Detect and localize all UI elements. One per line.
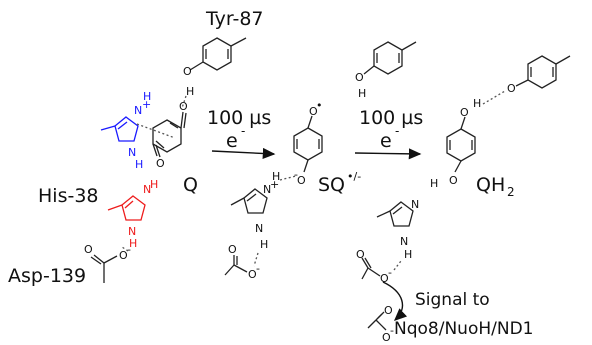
asp-oxygen-minus: O: [119, 249, 128, 262]
hbond-asp-his: [121, 246, 129, 252]
label-sq: SQ: [318, 174, 345, 196]
asp-oxygen-double: O: [84, 243, 93, 256]
tyr-87-phenol: O H: [183, 37, 247, 98]
semiquinone-sq: O • O -: [293, 99, 323, 187]
tyr-oxygen: O: [183, 65, 192, 78]
his-mid-h-bottom: H: [260, 238, 268, 251]
his-mid-n-bottom: N: [255, 222, 263, 235]
his-blue-n-top: N: [134, 104, 142, 117]
hbond-tyr-q: [181, 95, 187, 109]
asp-right-oxygen-minus: O: [380, 272, 389, 285]
asp-mid-minus: -: [256, 262, 260, 275]
label-time-2: 100 µs: [359, 107, 423, 129]
hbond-asp-his-right: [393, 260, 402, 271]
his-right: N N H: [376, 198, 419, 261]
his-red-n-top: N: [143, 183, 151, 196]
hydroquinone-qh2: O H O H: [430, 97, 481, 190]
hbond-qh2-tyr: [482, 90, 506, 105]
his-mid-h-top: H: [272, 170, 280, 183]
qh2-top-oxygen: O: [460, 106, 469, 119]
signal-arrow: [382, 281, 408, 321]
label-sq-superscript: •/-: [347, 170, 361, 183]
asp-right-minus: -: [388, 266, 392, 279]
asp-bottom-oxygen-double: O: [384, 304, 393, 317]
his-38-imidazolium-blue: N + H N H: [100, 90, 151, 171]
reaction-arrow-1: [211, 147, 276, 160]
asp-right-oxygen-double: O: [356, 248, 365, 261]
label-qh2-subscript: 2: [507, 185, 515, 199]
q-bottom-oxygen: O: [156, 157, 165, 170]
qh2-bottom-oxygen: O: [449, 174, 458, 187]
tyr-hydrogen: H: [186, 85, 194, 98]
label-tyr-87: Tyr-87: [205, 8, 264, 30]
label-qh2: QH: [476, 174, 505, 196]
sq-bottom-oxygen: O: [297, 174, 306, 187]
reaction-arrow-2: [354, 148, 422, 160]
asp-mid-oxygen-minus: O: [248, 268, 257, 281]
his-red-n-bottom: N: [128, 225, 136, 238]
his-blue-h-bottom: H: [135, 158, 143, 171]
tyr-phenol-middle: O H: [355, 41, 417, 100]
asp-139-carboxylate: O O -: [84, 243, 131, 283]
label-his-38: His-38: [38, 185, 99, 207]
label-q: Q: [183, 174, 198, 196]
hbond-his-sq: [279, 175, 297, 181]
his-blue-n-bottom: N: [128, 146, 136, 159]
asp-bottom-oxygen-minus: O: [382, 331, 391, 344]
tyr-phenol-right: O: [507, 55, 571, 95]
his-red-h-bottom: H: [129, 237, 137, 250]
tyr-right-oxygen: O: [507, 82, 516, 95]
asp-middle: O O -: [224, 243, 260, 281]
asp-bottom-minus: -: [390, 324, 394, 337]
his-right-h-bottom: H: [404, 248, 412, 261]
asp-mid-oxygen-double: O: [228, 243, 237, 256]
label-asp-139: Asp-139: [8, 265, 86, 287]
quinone-q: O O: [152, 100, 188, 170]
sq-minus: -: [294, 168, 298, 181]
qh2-top-hydrogen: H: [473, 97, 481, 110]
his-38-imidazolium-red: N H N H: [107, 178, 158, 250]
asp-minus: -: [127, 243, 131, 256]
his-blue-plus: +: [142, 98, 151, 111]
label-signal-line-2: Nqo8/NuoH/ND1: [394, 319, 533, 339]
q-top-oxygen: O: [179, 100, 188, 113]
label-electron-2: e: [380, 130, 392, 152]
his-blue-h-top: H: [143, 90, 151, 103]
his-middle: N + H N H: [230, 170, 280, 251]
tyr-mid-hydrogen: H: [358, 87, 366, 100]
his-red-h-top: H: [150, 178, 158, 191]
label-electron-2-minus: -: [395, 124, 399, 138]
label-electron-1-minus: -: [241, 124, 245, 138]
label-electron-1: e: [226, 130, 238, 152]
his-right-n-top: N: [411, 198, 419, 211]
sq-radical-dot: •: [316, 99, 323, 112]
label-time-1: 100 µs: [207, 107, 271, 129]
tyr-mid-oxygen: O: [355, 71, 364, 84]
his-right-n-bottom: N: [400, 235, 408, 248]
sq-top-oxygen: O: [309, 105, 318, 118]
his-mid-n-top: N: [263, 183, 271, 196]
label-signal-line-1: Signal to: [415, 290, 490, 310]
asp-right: O O -: [356, 248, 392, 285]
qh2-bottom-hydrogen: H: [430, 177, 438, 190]
asp-bottom: O O -: [367, 304, 394, 344]
his-mid-plus: +: [270, 178, 279, 191]
